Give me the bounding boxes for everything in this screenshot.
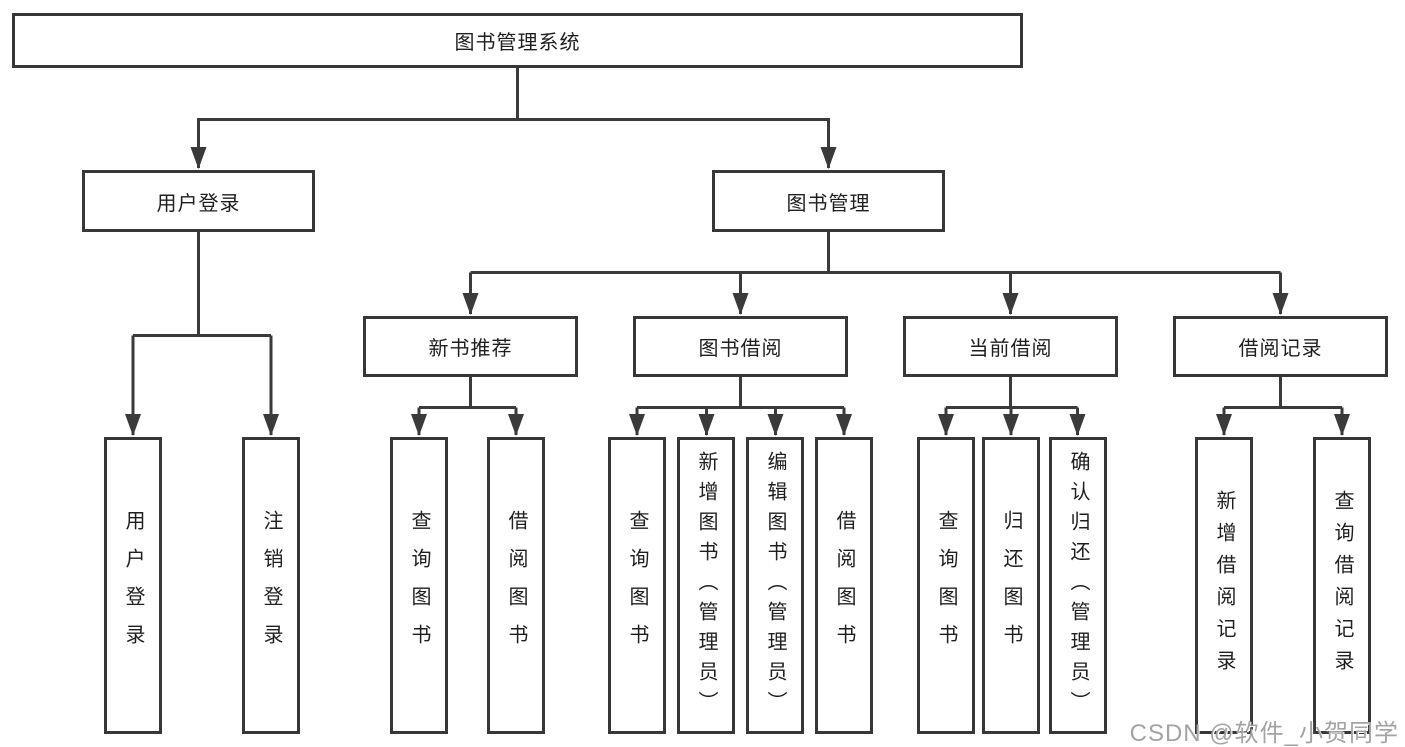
leaf-return-books: 归还图书	[982, 437, 1040, 734]
node-label: 借阅图书	[833, 509, 855, 662]
node-label: 查询图书	[408, 509, 430, 662]
node-label: 查询图书	[935, 509, 957, 662]
leaf-confirm-return-admin: 确认归还（管理员）	[1049, 437, 1107, 734]
leaf-logout: 注销登录	[242, 437, 300, 734]
node-book-management-system: 图书管理系统	[12, 13, 1023, 68]
node-label: 图书管理系统	[454, 32, 581, 54]
leaf-add-borrow-record: 新增借阅记录	[1195, 437, 1253, 734]
csdn-watermark: CSDN @软件_小贺同学	[1129, 720, 1399, 747]
node-label: 查询图书	[626, 509, 648, 662]
node-label: 新增借阅记录	[1213, 489, 1235, 682]
node-label: 图书管理	[786, 192, 871, 215]
node-book-management: 图书管理	[712, 170, 945, 232]
node-book-borrowing: 图书借阅	[633, 316, 848, 377]
leaf-borrow-books: 借阅图书	[487, 437, 545, 734]
leaf-user-login: 用户登录	[104, 437, 162, 734]
node-borrow-records: 借阅记录	[1173, 316, 1388, 377]
node-label: 图书借阅	[698, 338, 783, 360]
node-label: 新书推荐	[428, 338, 513, 360]
leaf-query-books: 查询图书	[608, 437, 666, 734]
node-new-book-recommend: 新书推荐	[363, 316, 578, 377]
node-label: 借阅图书	[505, 509, 527, 662]
node-user-login: 用户登录	[82, 170, 315, 232]
node-label: 确认归还（管理员）	[1067, 450, 1089, 721]
leaf-borrow-books: 借阅图书	[815, 437, 873, 734]
leaf-query-books: 查询图书	[917, 437, 975, 734]
node-label: 借阅记录	[1238, 338, 1323, 360]
node-label: 注销登录	[260, 509, 282, 662]
node-label: 归还图书	[1000, 509, 1022, 662]
node-label: 当前借阅	[968, 338, 1053, 360]
node-label: 查询借阅记录	[1331, 489, 1353, 682]
node-label: 新增图书（管理员）	[695, 450, 717, 721]
node-current-borrowing: 当前借阅	[903, 316, 1118, 377]
leaf-query-books: 查询图书	[390, 437, 448, 734]
leaf-edit-books-admin: 编辑图书（管理员）	[746, 437, 804, 734]
leaf-add-books-admin: 新增图书（管理员）	[677, 437, 735, 734]
leaf-query-borrow-record: 查询借阅记录	[1313, 437, 1371, 734]
node-label: 用户登录	[156, 192, 241, 215]
node-label: 编辑图书（管理员）	[764, 450, 786, 721]
node-label: 用户登录	[122, 509, 144, 662]
